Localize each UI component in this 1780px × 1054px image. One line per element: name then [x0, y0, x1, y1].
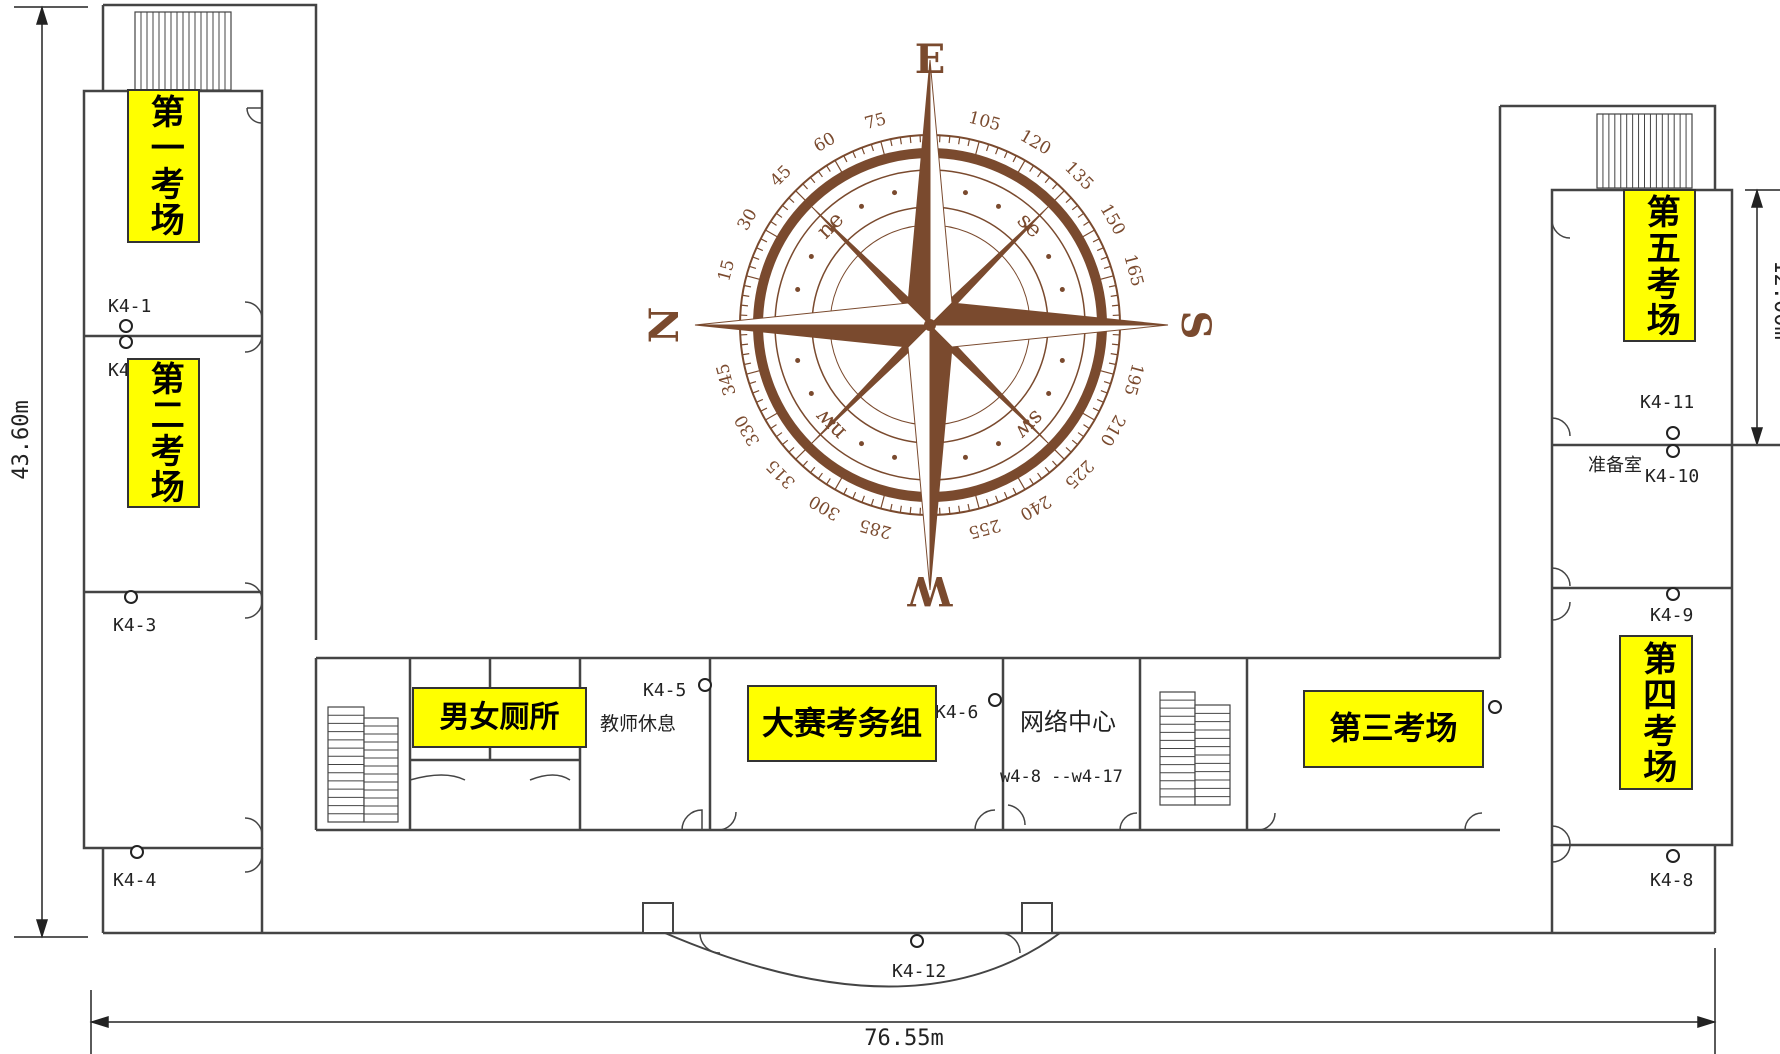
- compass-north-label: N: [641, 307, 688, 344]
- network-center-label: 网络中心: [1020, 708, 1116, 736]
- compass-degree-60: 60: [810, 129, 839, 157]
- compass-degree-165: 165: [1119, 252, 1147, 289]
- point-label-k4-5: K4-5: [643, 680, 686, 701]
- point-label-k4-12: K4-12: [892, 961, 946, 982]
- compass-degree-240: 240: [1016, 491, 1054, 525]
- compass-degree-285: 285: [857, 514, 894, 542]
- building-walls: [82, 3, 1780, 935]
- compass-south-label: S: [1172, 311, 1219, 340]
- point-label-k4: K4: [108, 360, 130, 381]
- point-label-k4-3: K4-3: [113, 615, 156, 636]
- compass-degree-255: 255: [966, 514, 1003, 542]
- dimension-lines: [14, 5, 1780, 1054]
- compass-degree-330: 330: [731, 411, 765, 449]
- compass-degree-210: 210: [1096, 411, 1130, 449]
- dim-height-label: 43.60m: [9, 400, 34, 479]
- point-markers: [119, 319, 1680, 948]
- prep-room-label: 准备室: [1588, 455, 1642, 476]
- compass-degree-15: 15: [714, 257, 739, 283]
- compass-degree-30: 30: [734, 205, 762, 234]
- point-label-k4-8: K4-8: [1650, 870, 1693, 891]
- exam-room-5-label: 第五考场: [1623, 189, 1696, 342]
- exam-room-4-label: 第四考场: [1619, 635, 1693, 790]
- exam-room-2-label: 第二考场: [127, 358, 200, 508]
- point-label-k4-1: K4-1: [108, 296, 151, 317]
- dim-width-label: 76.55m: [864, 1026, 943, 1051]
- compass-degree-75: 75: [862, 109, 888, 134]
- compass-east-label: E: [915, 36, 946, 83]
- point-label-k4-10: K4-10: [1645, 466, 1699, 487]
- compass-degree-345: 345: [713, 361, 741, 398]
- teacher-rest-label: 教师休息: [600, 713, 676, 735]
- compass-degree-195: 195: [1119, 361, 1147, 398]
- compass-degree-150: 150: [1096, 201, 1130, 239]
- exam-affairs-label: 大赛考务组: [747, 685, 937, 762]
- exam-room-1-label: 第一考场: [127, 89, 200, 243]
- point-label-k4-6: K4-6: [935, 702, 978, 723]
- point-label-k4-4: K4-4: [113, 870, 156, 891]
- stair-treads: [140, 12, 1687, 815]
- door-swings: [244, 107, 1571, 954]
- network-range-label: w4-8 --w4-17: [1000, 767, 1123, 787]
- exam-room-3-label: 第三考场: [1303, 690, 1484, 768]
- dim-side-label: 12.00m: [1769, 260, 1780, 339]
- compass-rose: [694, 59, 1169, 591]
- entrance-arc: [642, 902, 1061, 988]
- compass-west-label: W: [906, 567, 953, 614]
- point-label-k4-11: K4-11: [1640, 392, 1694, 413]
- point-label-k4-9: K4-9: [1650, 605, 1693, 626]
- compass-degree-315: 315: [763, 455, 800, 492]
- compass-degree-135: 135: [1060, 158, 1097, 195]
- compass-degree-300: 300: [806, 491, 844, 525]
- compass-degree-45: 45: [766, 161, 795, 190]
- compass-degree-225: 225: [1060, 455, 1097, 492]
- compass-degree-120: 120: [1016, 126, 1054, 160]
- compass-degree-105: 105: [966, 108, 1003, 136]
- restroom-label: 男女厕所: [412, 687, 587, 748]
